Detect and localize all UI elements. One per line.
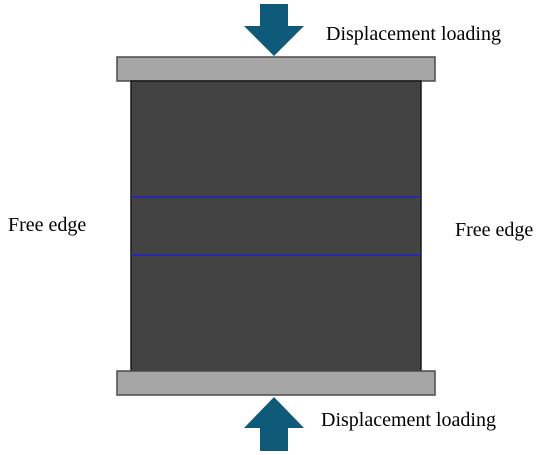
specimen-body	[130, 80, 422, 372]
top-plate	[116, 56, 436, 82]
top-loading-label: Displacement loading	[326, 23, 501, 45]
left-free-edge-label: Free edge	[8, 214, 87, 236]
bottom-loading-arrow	[244, 397, 304, 451]
top-loading-arrow	[244, 4, 304, 56]
bottom-loading-label: Displacement loading	[321, 409, 496, 431]
bottom-plate	[116, 370, 436, 396]
right-free-edge-label: Free edge	[455, 219, 534, 241]
